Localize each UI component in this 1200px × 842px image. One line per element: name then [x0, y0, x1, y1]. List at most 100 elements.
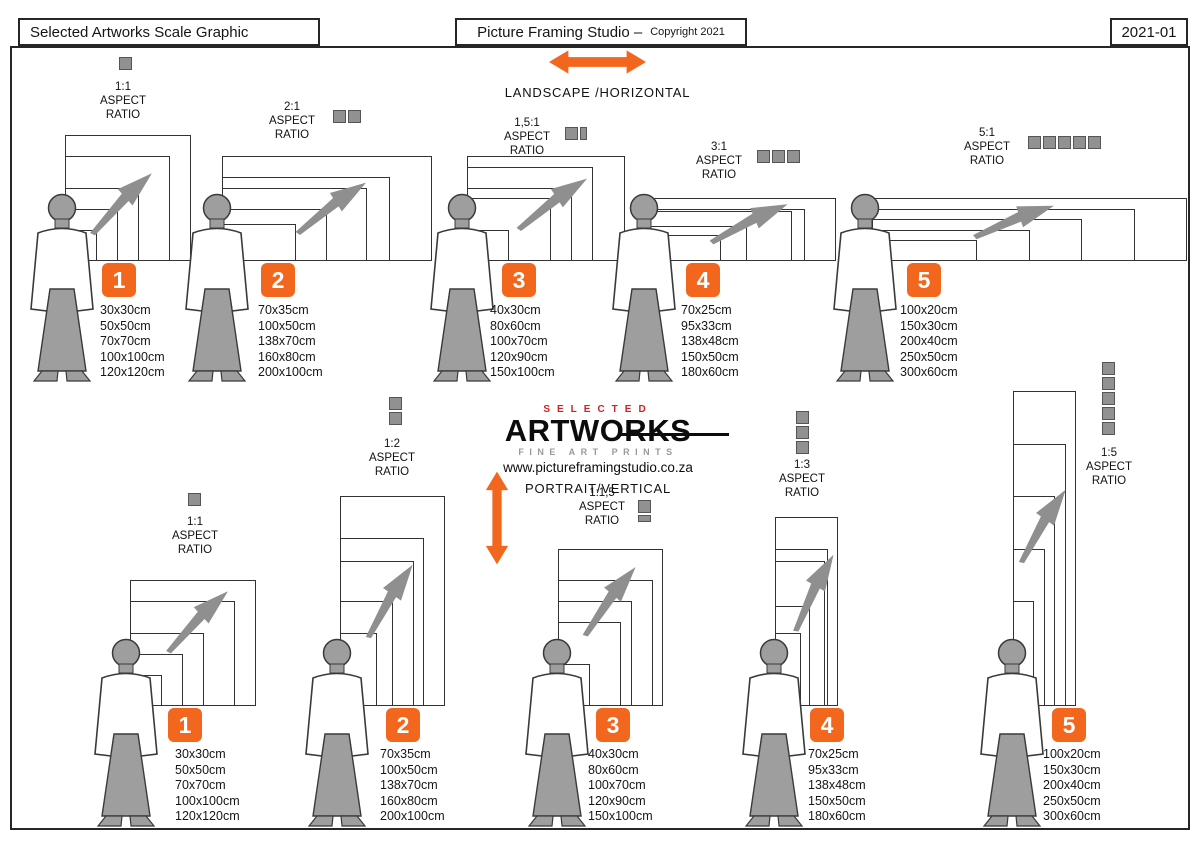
frame-stack	[872, 198, 1187, 261]
landscape-direction-label: LANDSCAPE /HORIZONTAL	[504, 85, 691, 100]
person-figure	[424, 193, 500, 383]
size-item: 70x25cm	[808, 747, 859, 761]
ratio-unit-square	[1028, 136, 1041, 149]
header-left-box: Selected Artworks Scale Graphic	[18, 18, 320, 46]
person-figure	[519, 638, 595, 828]
size-item: 30x30cm	[100, 303, 151, 317]
ratio-unit-square	[188, 493, 201, 506]
aspect-ratio-caption: ASPECT RATIO	[99, 95, 146, 121]
aspect-ratio-caption: ASPECT RATIO	[778, 473, 825, 499]
size-item: 100x50cm	[380, 762, 438, 777]
ratio-unit-square	[1102, 392, 1115, 405]
size-item: 138x48cm	[681, 334, 739, 349]
ratio-value: 5:1	[979, 127, 995, 139]
ratio-label: 1:1 ASPECT RATIO	[163, 515, 227, 557]
logo-fine-art-prints: FINE ART PRINTS	[518, 447, 678, 457]
size-item: 150x50cm	[808, 793, 866, 808]
person-figure	[974, 638, 1050, 828]
size-item: 300x60cm	[1043, 809, 1101, 824]
ratio-label: 1:1 ASPECT RATIO	[91, 80, 155, 122]
ratio-unit-square	[638, 500, 651, 513]
ratio-unit-square	[1073, 136, 1086, 149]
ratio-unit-square	[1102, 422, 1115, 435]
ratio-half-square	[580, 127, 587, 140]
size-item: 150x100cm	[490, 365, 555, 380]
size-item: 150x50cm	[681, 349, 739, 364]
size-item: 300x60cm	[900, 365, 958, 380]
ratio-label: 5:1 ASPECT RATIO	[955, 126, 1019, 168]
size-item: 100x100cm	[100, 349, 165, 364]
horizontal-double-arrow-icon	[549, 50, 646, 74]
landscape-direction-block: LANDSCAPE /HORIZONTAL	[455, 48, 740, 100]
size-item: 100x70cm	[490, 334, 548, 349]
ratio-squares-icon	[1028, 136, 1101, 149]
ratio-value: 1:1,5	[589, 487, 615, 499]
aspect-ratio-caption: ASPECT RATIO	[171, 530, 218, 556]
logo-block: SELECTED ARTWORKS FINE ART PRINTS www.pi…	[452, 404, 744, 496]
ratio-label: 2:1 ASPECT RATIO	[260, 100, 324, 142]
person-figure	[827, 193, 903, 383]
size-item: 40x30cm	[490, 303, 541, 317]
group-number-badge: 3	[500, 261, 538, 299]
size-item: 160x80cm	[380, 793, 438, 808]
size-item: 100x50cm	[258, 318, 316, 333]
ratio-value: 1:1	[187, 516, 203, 528]
size-item: 160x80cm	[258, 349, 316, 364]
ratio-unit-square	[119, 57, 132, 70]
size-item: 100x70cm	[588, 778, 646, 793]
ratio-label: 1,5:1 ASPECT RATIO	[495, 116, 559, 158]
ratio-unit-square	[1102, 362, 1115, 375]
vertical-double-arrow-icon	[485, 471, 509, 565]
size-item: 180x60cm	[681, 365, 739, 380]
logo-strike-line	[618, 433, 730, 436]
page-code: 2021-01	[1121, 23, 1177, 41]
ratio-squares-icon	[1102, 362, 1115, 435]
ratio-squares-icon	[796, 411, 809, 454]
size-item: 80x60cm	[588, 762, 639, 777]
size-item: 180x60cm	[808, 809, 866, 824]
ratio-unit-square	[348, 110, 361, 123]
size-item: 200x100cm	[380, 809, 445, 824]
aspect-ratio-caption: ASPECT RATIO	[268, 115, 315, 141]
portrait-direction-label: PORTRAIT/VERTICAL	[524, 481, 672, 496]
logo-selected-text: SELECTED	[543, 404, 653, 415]
studio-title: Picture Framing Studio –	[477, 23, 643, 41]
website-link[interactable]: www.pictureframingstudio.co.za	[503, 460, 693, 475]
size-item: 120x120cm	[100, 365, 165, 380]
size-item: 138x70cm	[258, 334, 316, 349]
person-figure	[88, 638, 164, 828]
group-number-badge: 2	[384, 706, 422, 744]
size-item: 70x25cm	[681, 303, 732, 317]
size-item: 70x35cm	[258, 303, 309, 317]
ratio-unit-square	[1043, 136, 1056, 149]
ratio-half-square	[638, 515, 651, 522]
size-item: 150x100cm	[588, 809, 653, 824]
ratio-squares-icon	[565, 127, 587, 140]
ratio-value: 1,5:1	[514, 117, 540, 129]
ratio-unit-square	[389, 397, 402, 410]
group-number-badge: 4	[808, 706, 846, 744]
aspect-ratio-caption: ASPECT RATIO	[1085, 461, 1132, 487]
person-figure	[606, 193, 682, 383]
size-item: 50x50cm	[100, 318, 151, 333]
size-item: 95x33cm	[808, 762, 859, 777]
ratio-label: 3:1 ASPECT RATIO	[687, 140, 751, 182]
ratio-label: 1:3 ASPECT RATIO	[770, 458, 834, 500]
ratio-unit-square	[1088, 136, 1101, 149]
ratio-label: 1:5 ASPECT RATIO	[1077, 446, 1141, 488]
size-item: 50x50cm	[175, 762, 226, 777]
size-item: 70x70cm	[100, 334, 151, 349]
ratio-squares-icon	[638, 500, 651, 522]
aspect-ratio-caption: ASPECT RATIO	[368, 452, 415, 478]
ratio-unit-square	[796, 426, 809, 439]
page-title: Selected Artworks Scale Graphic	[30, 23, 249, 41]
person-figure	[299, 638, 375, 828]
